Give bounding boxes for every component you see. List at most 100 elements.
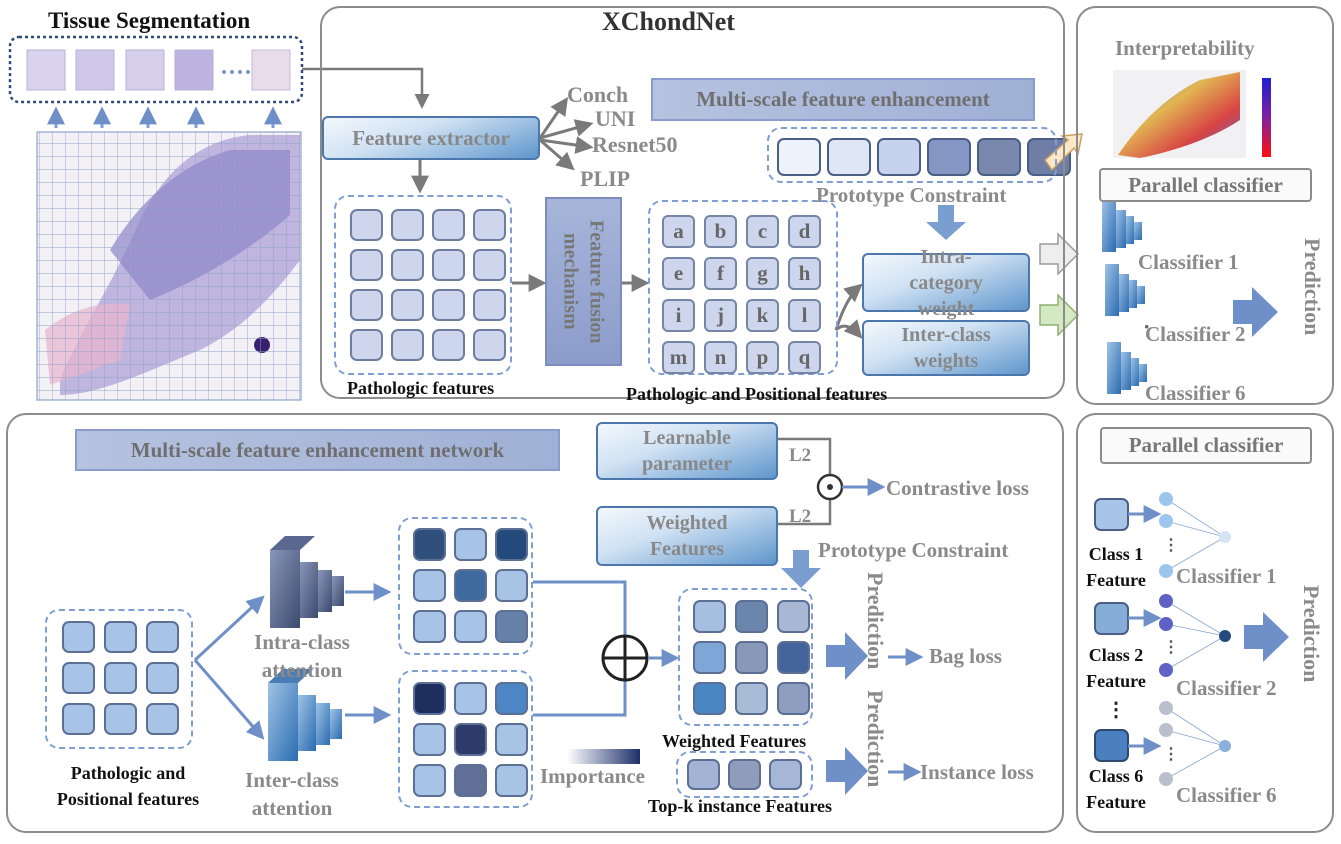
pathologic-feature-cell bbox=[432, 209, 465, 241]
classifier-1-top: Classifier 1 bbox=[1138, 250, 1239, 274]
class-2-feature-label: Class 2 Feature bbox=[1086, 645, 1146, 691]
weighted-feature-cell bbox=[735, 682, 768, 715]
top-classifier-icons: · bbox=[1102, 200, 1150, 394]
feature-letter-cell: a bbox=[662, 215, 695, 248]
bottom-panel bbox=[6, 413, 1064, 833]
interpretability-title: Interpretability bbox=[1115, 36, 1255, 60]
intra-output-cell bbox=[413, 569, 446, 602]
heatmap-colorbar bbox=[1262, 78, 1271, 157]
merge-lines bbox=[533, 580, 680, 717]
weighted-features-label: Weighted Features bbox=[662, 731, 807, 751]
xchondnet-panel bbox=[320, 6, 1065, 399]
svg-text:⋮: ⋮ bbox=[1163, 746, 1179, 763]
pathologic-feature-cell bbox=[432, 289, 465, 321]
prototype-down-arrow bbox=[926, 205, 966, 240]
feature-letter-cell: h bbox=[788, 257, 821, 290]
classifier-6-top: Classifier 6 bbox=[1145, 381, 1246, 405]
feature-letter-cell: d bbox=[788, 215, 821, 248]
instance-pred-arrow bbox=[826, 747, 868, 795]
msfe-network-label: Multi-scale feature enhancement network bbox=[75, 429, 560, 471]
bottom-path-feature-cell bbox=[104, 621, 137, 653]
classifier-2-bottom: Classifier 2 bbox=[1176, 676, 1277, 700]
intra-attention-block bbox=[270, 536, 344, 628]
weighted-feature-cell bbox=[693, 600, 726, 633]
importance-label: Importance bbox=[540, 764, 645, 788]
feature-letter-cell: f bbox=[704, 257, 737, 290]
pathologic-feature-cell bbox=[432, 329, 465, 361]
upload-arrows bbox=[47, 106, 282, 128]
intra-output-grid-frame bbox=[398, 517, 533, 655]
svg-text:⋮: ⋮ bbox=[1163, 537, 1179, 554]
model-resnet50: Resnet50 bbox=[592, 132, 678, 157]
right-bottom-panel bbox=[1076, 413, 1334, 833]
prototype-down-arrow-bottom bbox=[781, 550, 821, 588]
intra-output-cell bbox=[495, 569, 528, 602]
learnable-parameter-label: Learnable parameter bbox=[642, 427, 732, 475]
pathologic-feature-cell bbox=[391, 209, 424, 241]
weighted-features-box-label: Weighted Features bbox=[646, 512, 728, 560]
feature-fusion-label: Feature fusion mechanism bbox=[559, 219, 608, 344]
pathologic-features-label: Pathologic features bbox=[347, 378, 495, 398]
attention-branch-arrows bbox=[193, 583, 392, 740]
bag-loss-label: Bag loss bbox=[929, 644, 1002, 668]
letters-grid-frame bbox=[648, 200, 838, 375]
pathologic-feature-cell bbox=[473, 329, 506, 361]
topk-feature-cell bbox=[687, 759, 720, 790]
inter-output-cell bbox=[413, 764, 446, 797]
intra-class-attention-label: Intra-class attention bbox=[254, 630, 350, 682]
feature-letter-cell: q bbox=[788, 341, 821, 374]
inter-output-cell bbox=[454, 682, 487, 715]
inter-class-attention-label: Inter-class attention bbox=[245, 768, 339, 820]
feature-letter-cell: j bbox=[704, 299, 737, 332]
l2-top: L2 bbox=[789, 445, 812, 466]
feature-letter-cell: p bbox=[746, 341, 779, 374]
feature-letter-cell: b bbox=[704, 215, 737, 248]
prediction-bottom-right: Prediction bbox=[1299, 585, 1324, 683]
intra-output-cell bbox=[454, 569, 487, 602]
intra-output-cell bbox=[495, 528, 528, 561]
model-uni: UNI bbox=[595, 106, 636, 131]
inter-class-weights-box: Inter-class weights bbox=[862, 320, 1030, 376]
intra-category-weight-box: Intra-category weight bbox=[862, 246, 1030, 320]
bottom-path-feature-cell bbox=[62, 621, 95, 653]
feature-letter-cell: g bbox=[746, 257, 779, 290]
parallel-classifier-top-title: Parallel classifier bbox=[1099, 168, 1312, 202]
tissue-tiles-box bbox=[8, 35, 304, 104]
bag-pred-arrow bbox=[826, 632, 868, 680]
intra-output-cell bbox=[454, 610, 487, 643]
green-fat-arrow bbox=[1039, 293, 1080, 337]
feature-letter-cell: e bbox=[662, 257, 695, 290]
topk-frame bbox=[676, 751, 813, 798]
intra-output-cell bbox=[495, 610, 528, 643]
weighted-features-box: Weighted Features bbox=[596, 506, 778, 566]
contrastive-loss-label: Contrastive loss bbox=[886, 476, 1029, 500]
class-6-feature-label: Class 6 Feature bbox=[1086, 766, 1146, 812]
inter-attention-block bbox=[268, 669, 342, 761]
prototype-constraint-bottom: Prototype Constraint bbox=[818, 538, 1009, 562]
path-pos-features-label: Pathologic and Positional features bbox=[626, 384, 888, 404]
topk-label: Top-k instance Features bbox=[648, 796, 833, 816]
intra-output-cell bbox=[413, 528, 446, 561]
pathologic-feature-cell bbox=[473, 289, 506, 321]
feature-letter-cell: n bbox=[704, 341, 737, 374]
pathologic-feature-cell bbox=[350, 329, 383, 361]
bottom-path-feature-cell bbox=[146, 703, 179, 735]
pathologic-feature-cell bbox=[391, 289, 424, 321]
svg-text:⋮: ⋮ bbox=[1163, 639, 1179, 656]
msfe-blocks bbox=[777, 138, 1071, 176]
prediction-instance-vertical: Prediction bbox=[863, 690, 888, 788]
svg-text:⋮: ⋮ bbox=[1106, 699, 1126, 721]
tissue-slide-image bbox=[36, 131, 302, 401]
intra-output-cell bbox=[454, 528, 487, 561]
classifier-1-bottom: Classifier 1 bbox=[1176, 564, 1277, 588]
feature-fusion-box: Feature fusion mechanism bbox=[545, 197, 622, 366]
prediction-top-right: Prediction bbox=[1300, 238, 1325, 336]
inter-output-cell bbox=[495, 682, 528, 715]
prototype-constraint-top: Prototype Constraint bbox=[816, 183, 1007, 207]
parallel-classifier-bottom-title: Parallel classifier bbox=[1100, 427, 1312, 464]
pathologic-feature-cell bbox=[350, 209, 383, 241]
weighted-feature-cell bbox=[693, 641, 726, 674]
inter-output-cell bbox=[413, 723, 446, 756]
extractor-model-arrows bbox=[411, 97, 594, 194]
pathologic-feature-cell bbox=[432, 249, 465, 281]
